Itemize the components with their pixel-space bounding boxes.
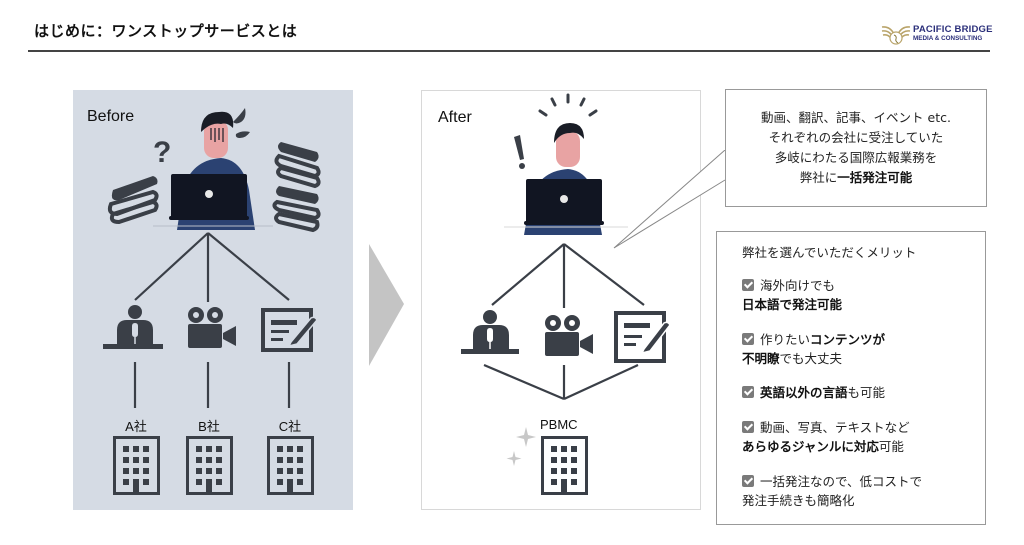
video-camera-icon	[545, 315, 593, 356]
merit-text: も可能	[847, 385, 886, 400]
merit-text: でも大丈夫	[779, 351, 843, 366]
before-label: Before	[87, 108, 135, 125]
person-happy-illustration	[504, 123, 628, 235]
after-label: After	[438, 109, 472, 126]
company-label-pbmc: PBMC	[540, 417, 578, 432]
merit-text-bold: あらゆるジャンルに対応	[742, 439, 879, 454]
question-mark-icon: ?	[153, 136, 171, 169]
exclamation-icon	[514, 135, 525, 169]
merits-title: 弊社を選んでいただくメリット	[742, 245, 917, 260]
presenter-icon	[103, 305, 163, 349]
building-icon-pbmc	[541, 436, 588, 495]
video-camera-icon	[188, 307, 236, 348]
checkbox-checked-icon	[742, 279, 754, 291]
bubble-line-4: 弊社に一括発注可能	[800, 168, 913, 188]
bubble-line-4-plain: 弊社に	[799, 170, 838, 185]
merit-item: 一括発注なので、低コストで 発注手続きも簡略化	[742, 472, 922, 510]
checkbox-checked-icon	[742, 421, 754, 433]
arrow-right-icon	[369, 244, 404, 366]
bubble-line-3: 多岐にわたる国際広報業務を	[774, 150, 938, 165]
checkbox-checked-icon	[742, 386, 754, 398]
bubble-line-1: 動画、翻訳、記事、イベント etc.	[761, 110, 951, 125]
logo-text-primary: PACIFIC BRIDGE	[913, 24, 993, 35]
sparkle-icon	[506, 427, 536, 466]
merit-item: 動画、写真、テキストなど あらゆるジャンルに対応可能	[742, 418, 910, 456]
title-divider	[28, 50, 990, 52]
checkbox-checked-icon	[742, 333, 754, 345]
merit-text: 動画、写真、テキストなど	[760, 420, 910, 435]
connector-lines	[133, 232, 291, 408]
company-label-b: B社	[198, 419, 220, 434]
merit-item: 英語以外の言語も可能	[742, 383, 885, 402]
merit-text-bold: 不明瞭	[742, 351, 780, 366]
svg-text:?: ?	[153, 136, 171, 169]
connector-lines	[483, 243, 645, 401]
merit-text-bold: 英語以外の言語	[760, 385, 848, 400]
speech-bubble-tail	[613, 150, 726, 249]
checkbox-checked-icon	[742, 475, 754, 487]
building-icon-a	[113, 436, 160, 495]
before-diagram: ?	[103, 108, 321, 495]
merit-item: 海外向けでも 日本語で発注可能	[742, 276, 842, 314]
books-stack-left-icon	[107, 176, 159, 225]
merit-text: 一括発注なので、低コストで	[760, 474, 923, 489]
books-stack-right-icon	[272, 142, 321, 233]
speech-bubble: 動画、翻訳、記事、イベント etc. それぞれの会社に受注していた 多岐にわたる…	[725, 89, 987, 207]
after-panel: After	[421, 90, 701, 510]
building-icon-c	[267, 436, 314, 495]
company-label-c: C社	[278, 419, 302, 434]
wing-emblem-icon	[881, 26, 911, 45]
sweat-drops-icon	[233, 108, 250, 138]
after-diagram	[461, 93, 671, 495]
logo-text-secondary: MEDIA & CONSULTING	[913, 35, 983, 42]
company-logo: PACIFIC BRIDGE MEDIA & CONSULTING	[880, 22, 995, 48]
merit-text-bold: コンテンツが	[810, 332, 886, 347]
building-icon-b	[186, 436, 233, 495]
merit-text: 海外向けでも	[760, 278, 836, 293]
writing-icon	[614, 311, 671, 363]
writing-icon	[261, 308, 318, 352]
person-stressed-illustration	[153, 111, 273, 230]
merit-text-bold: 日本語で発注可能	[742, 297, 843, 312]
merit-text: 作りたい	[760, 332, 811, 347]
idea-rays-icon	[538, 93, 598, 117]
presenter-icon	[461, 310, 519, 354]
merits-box: 弊社を選んでいただくメリット 海外向けでも 日本語で発注可能 作りたいコンテンツ…	[716, 231, 986, 525]
before-panel: Before ?	[73, 90, 353, 510]
bubble-line-4-bold: 一括発注可能	[837, 170, 913, 185]
page-title: はじめに：ワンストップサービスとは	[34, 22, 298, 40]
merit-text: 発注手続きも簡略化	[742, 493, 855, 508]
bubble-line-2: それぞれの会社に受注していた	[768, 130, 944, 145]
merit-text: 可能	[878, 439, 904, 454]
company-label-a: A社	[125, 419, 147, 434]
merit-item: 作りたいコンテンツが 不明瞭でも大丈夫	[742, 330, 885, 368]
